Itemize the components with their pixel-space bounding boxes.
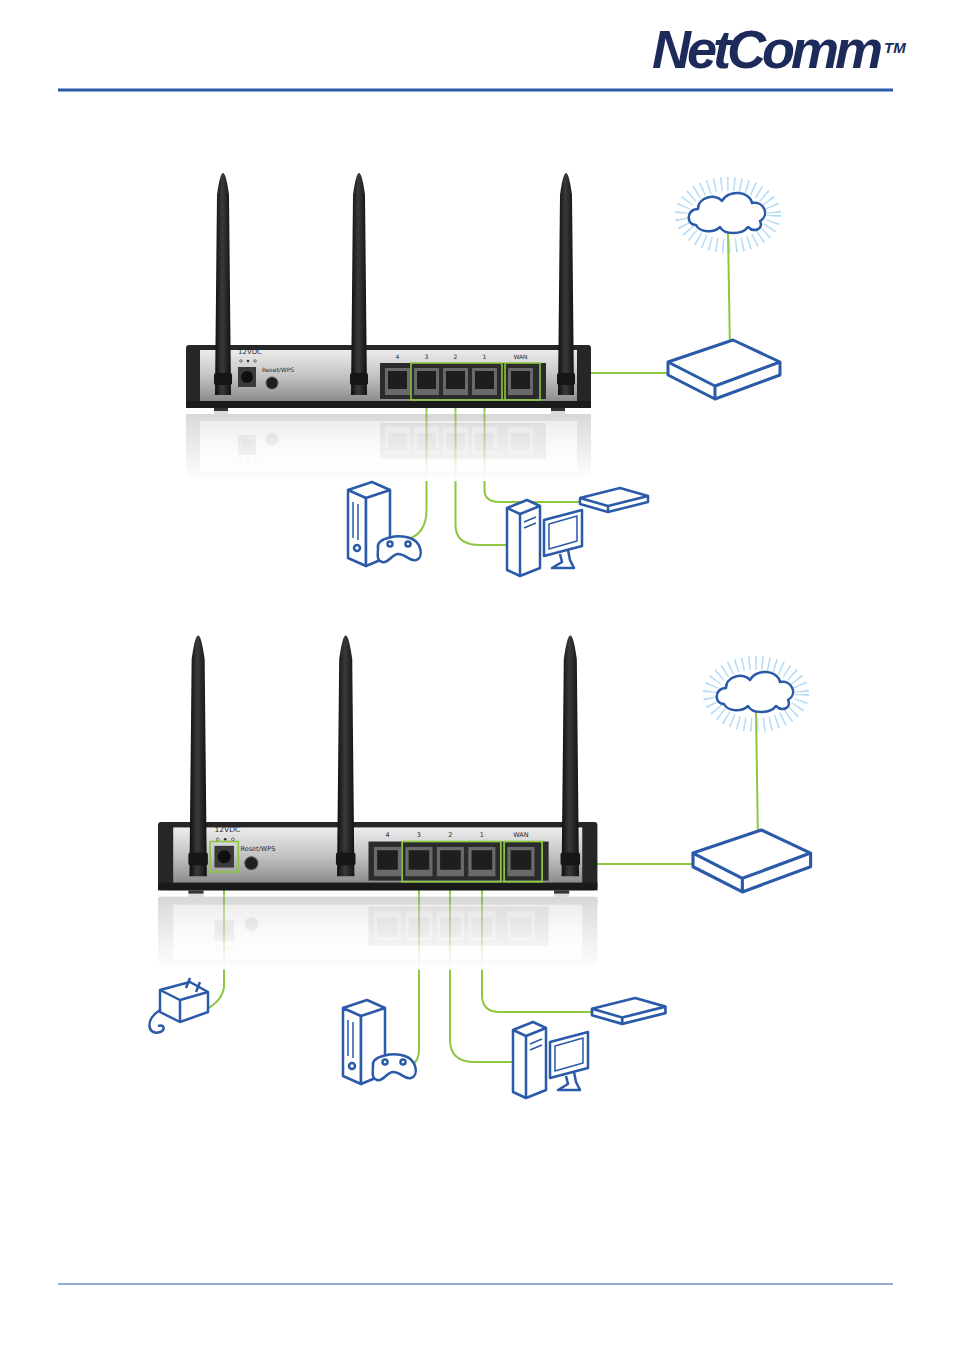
router [181, 173, 596, 481]
logo-wordmark: NetComm [652, 22, 879, 76]
port-label: 3 [425, 354, 429, 360]
port-label: 4 [385, 832, 389, 839]
game-console-icon [343, 1000, 416, 1084]
header-rule [58, 89, 893, 92]
port-label: 1 [483, 354, 487, 360]
modem-icon [668, 340, 780, 399]
port-label: 2 [448, 832, 452, 839]
port-label: 3 [417, 832, 421, 839]
reset-button-label: Reset/WPS [240, 846, 275, 853]
game-console-icon [348, 482, 421, 566]
network-device-icon [580, 488, 648, 512]
internet-cloud [710, 663, 802, 725]
reset-button-label: Reset/WPS [262, 367, 294, 373]
port-label: 4 [396, 354, 400, 360]
computer-icon [513, 1022, 588, 1098]
network-device-icon [592, 998, 665, 1024]
power-port-label: 12VDC [214, 826, 240, 834]
modem-icon [693, 830, 811, 892]
internet-cloud [682, 184, 774, 246]
trademark: TM [884, 40, 906, 55]
router [153, 635, 603, 969]
port-label: 2 [454, 354, 458, 360]
port-label: WAN [513, 832, 528, 839]
footer-rule [58, 1284, 893, 1285]
power-port-label: 12VDC [238, 349, 262, 356]
port-label: WAN [513, 354, 527, 360]
power-adapter-icon [149, 978, 208, 1033]
computer-icon [507, 500, 582, 576]
port-label: 1 [480, 832, 484, 839]
